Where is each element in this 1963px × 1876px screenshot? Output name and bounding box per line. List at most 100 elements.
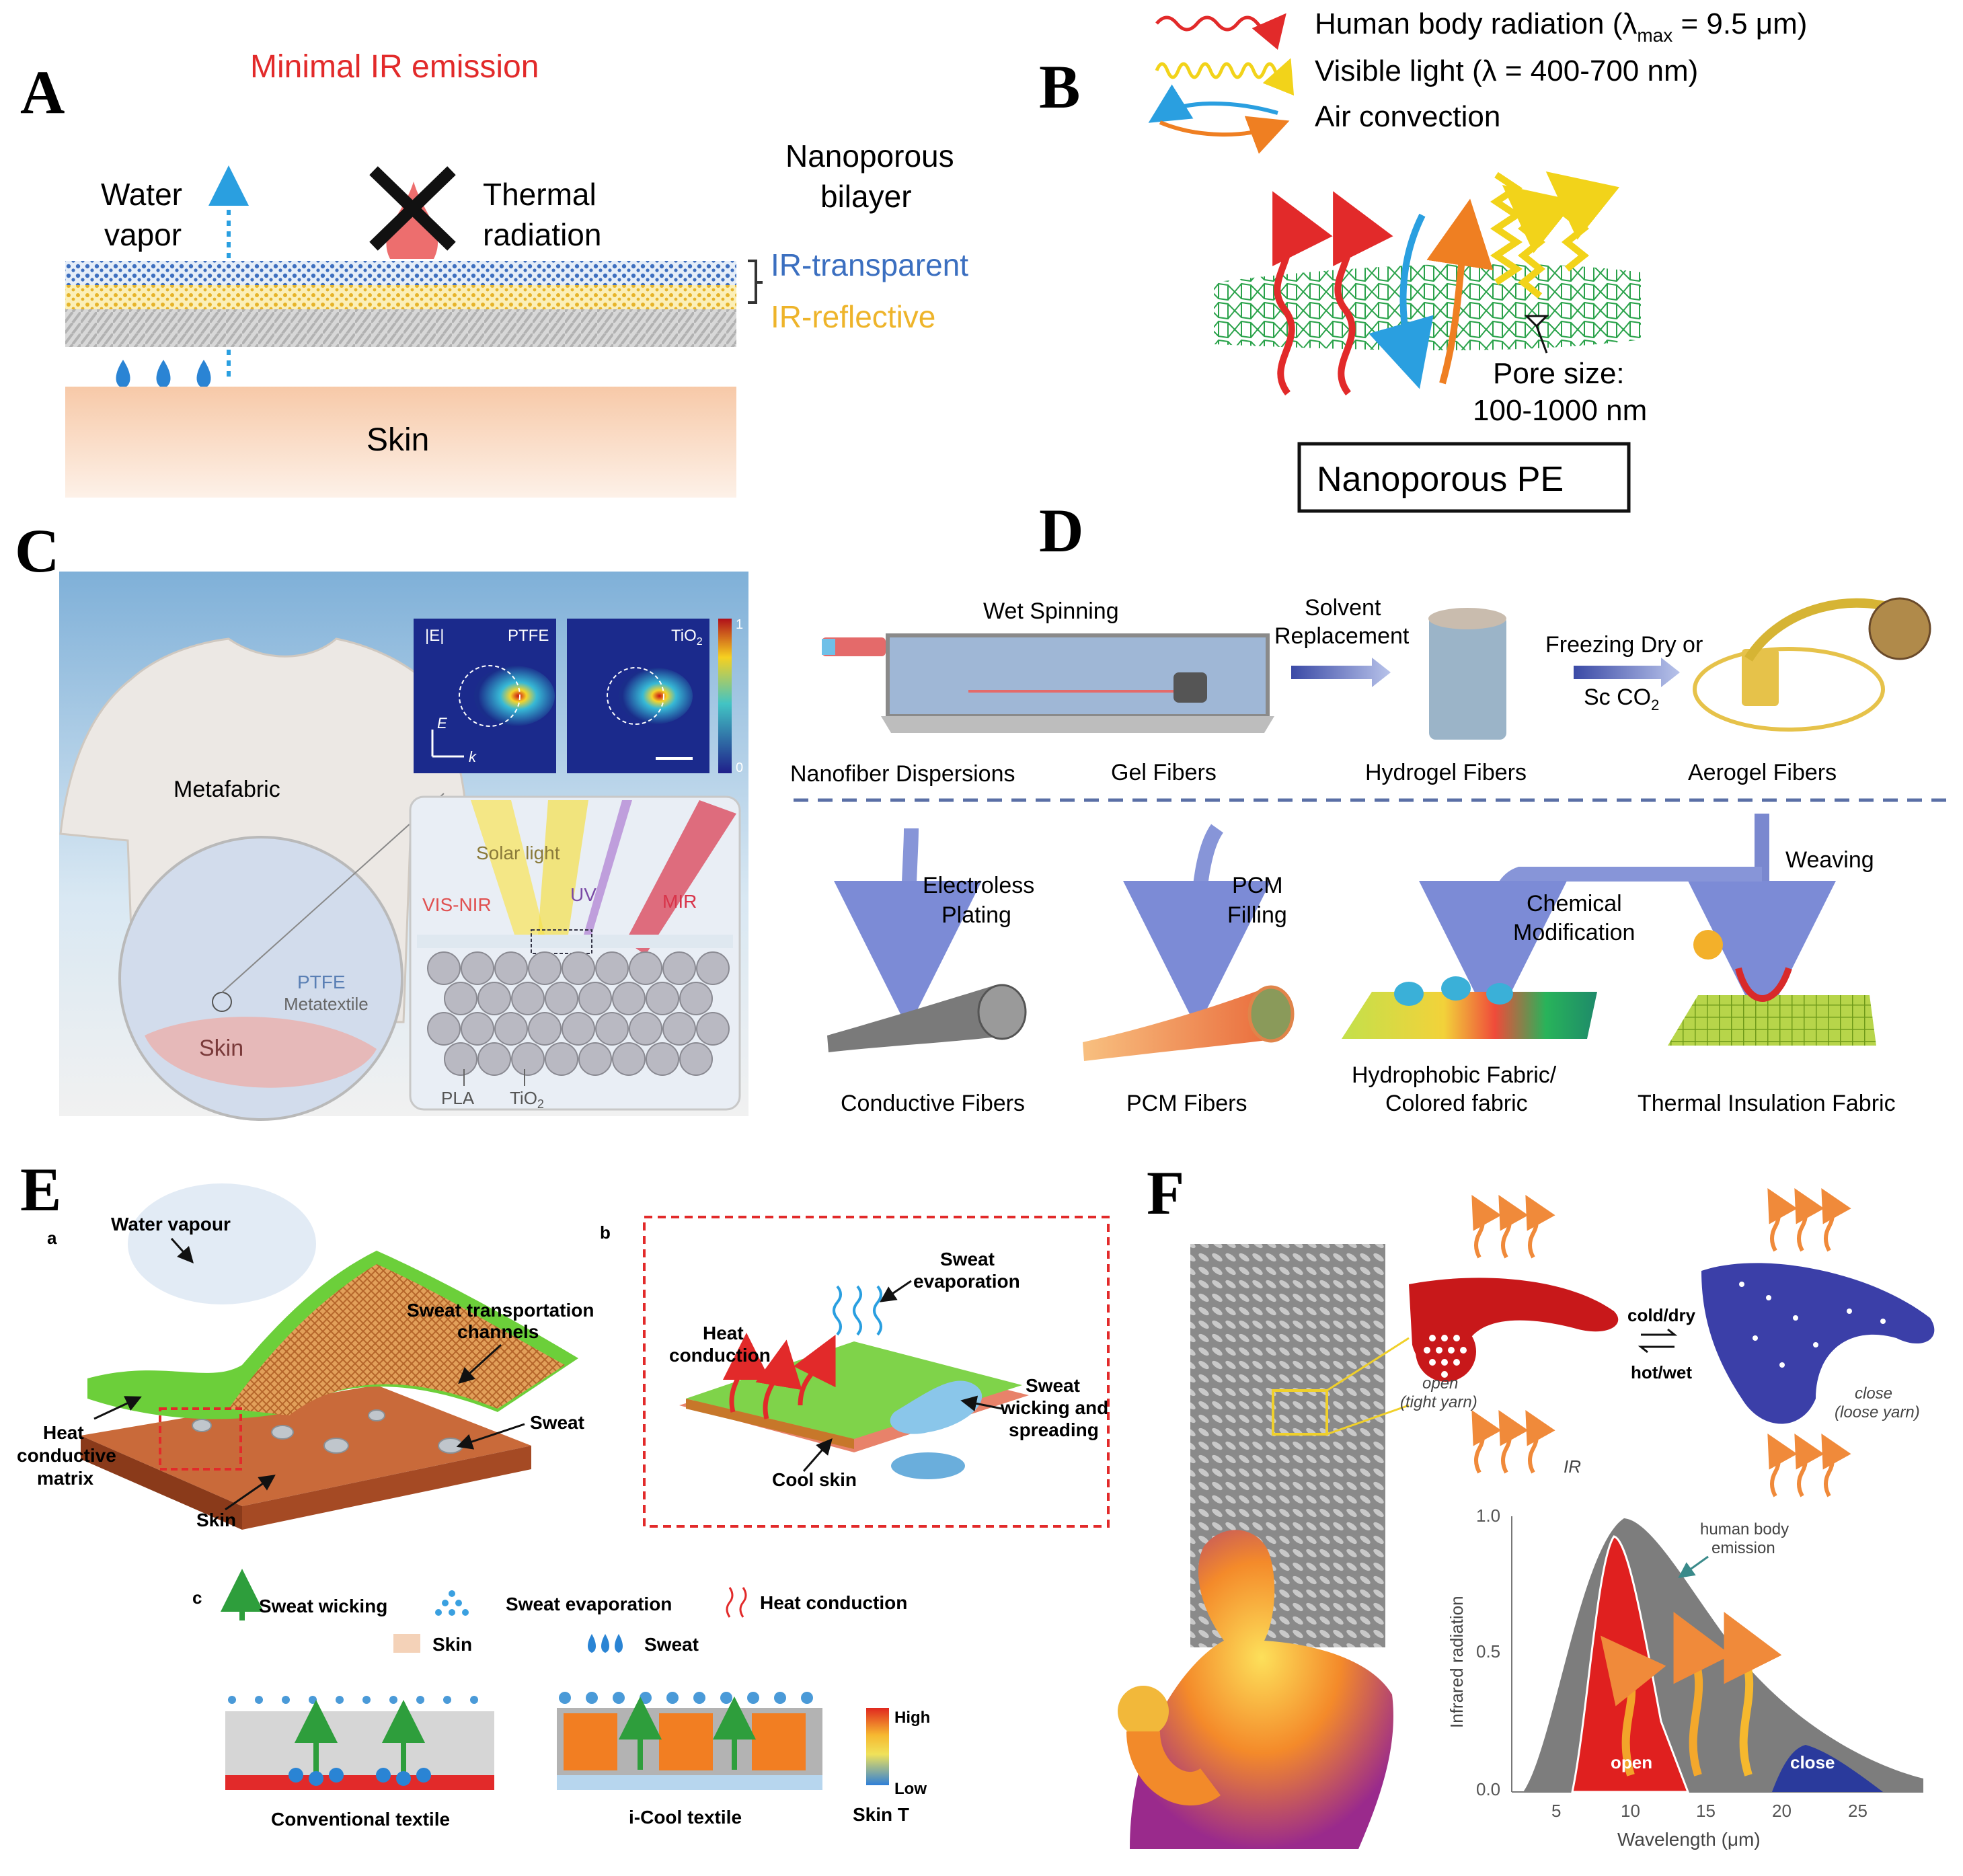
x-tick-1: 5	[1551, 1801, 1561, 1821]
panel-letter-b: B	[1039, 52, 1080, 121]
branch-chemical	[1419, 867, 1601, 1029]
close-label-2: (loose yarn)	[1835, 1403, 1920, 1421]
sweat-label-a: Sweat	[530, 1412, 584, 1433]
body-radiation-wave-1	[1272, 191, 1333, 396]
thermal-person	[1130, 1530, 1393, 1849]
ir-transparent-label: IR-transparent	[771, 247, 968, 282]
pore-marker	[1524, 315, 1549, 328]
field-hotspot-ptfe	[474, 666, 555, 726]
legend-body-radiation: Human body radiation (λmax = 9.5 μm)	[1315, 7, 1807, 46]
metatextile-label: Metatextile	[284, 994, 369, 1014]
textile-layer	[65, 309, 736, 347]
electroless-label-1: Electroless	[923, 873, 1034, 898]
sweat-puddle	[891, 1452, 965, 1479]
channels-label-1: Sweat transportation	[407, 1300, 594, 1321]
pcm-fibers-label: PCM Fibers	[1126, 1091, 1247, 1116]
skin-slab-side	[81, 1436, 242, 1530]
evaporation-waves	[833, 1285, 882, 1336]
visible-light-wave-3	[1545, 171, 1620, 272]
sun-icon	[1693, 930, 1723, 960]
skin-slab	[81, 1385, 531, 1506]
thermal-insulation-label: Thermal Insulation Fabric	[1638, 1091, 1896, 1116]
nanoporous-bilayer-label-1: Nanoporous	[785, 139, 954, 173]
pore-size-label-2: 100-1000 nm	[1473, 394, 1647, 427]
sub-label-c: c	[192, 1588, 202, 1608]
water-vapour-pointer	[170, 1238, 194, 1263]
sweat-spread	[890, 1380, 983, 1434]
axis-k-label: k	[469, 748, 477, 765]
zoom-panel-b	[643, 1216, 1110, 1528]
legend-evap-label: Sweat evaporation	[506, 1594, 672, 1614]
person-arm	[1126, 1730, 1221, 1806]
hydrophobic-label-2: Colored fabric	[1385, 1091, 1528, 1116]
skin-label-c: Skin	[199, 1035, 243, 1061]
red-wave-arrow-icon	[1155, 13, 1286, 50]
sub-label-a: a	[47, 1228, 57, 1248]
nanoporous-pe-label: Nanoporous PE	[1317, 460, 1564, 499]
conventional-sweat	[288, 1768, 431, 1786]
bracket	[748, 260, 763, 304]
thermal-blob	[386, 182, 438, 259]
sweat-evap-label-1: Sweat	[940, 1249, 995, 1269]
pcm-filling-label-1: PCM	[1232, 873, 1283, 898]
field-hotspot-tio2	[619, 668, 693, 724]
legend-sweat-label: Sweat	[644, 1634, 699, 1655]
heat-matrix-label-2: conductive	[17, 1445, 116, 1466]
ir-reflective-layer	[65, 285, 736, 309]
heat-arrows-b	[722, 1333, 836, 1419]
legend-visible-light: Visible light (λ = 400-700 nm)	[1315, 54, 1698, 87]
branch-pcm	[1123, 824, 1272, 1029]
icool-textile-skin	[557, 1775, 822, 1790]
pcm-fiber	[1083, 988, 1278, 1061]
zoom-skin	[145, 1017, 377, 1088]
field-colorbar	[718, 619, 732, 773]
collection-roller	[1173, 672, 1207, 703]
ir-waves-bottom-open	[1471, 1410, 1555, 1474]
equilibrium-arrows	[1638, 1328, 1678, 1354]
chemical-label-2: Modification	[1513, 920, 1635, 945]
water-vapor-label-1: Water	[101, 177, 182, 212]
open-band-label: open	[1611, 1752, 1652, 1772]
ir-waves-top-close	[1767, 1188, 1851, 1252]
nanofiber-label: Nanofiber Dispersions	[790, 761, 1015, 787]
plot-xlabel: Wavelength (μm)	[1617, 1829, 1761, 1850]
colorbar-top: 1	[736, 617, 743, 632]
panel-e: E a b c Water vapour Sweat transportatio…	[17, 1155, 1110, 1830]
hydrogel-label: Hydrogel Fibers	[1365, 760, 1527, 785]
gel-label: Gel Fibers	[1111, 760, 1217, 785]
cool-skin-pointer	[802, 1438, 833, 1472]
panel-letter-c: C	[15, 516, 59, 585]
ptfe-label: PTFE	[297, 972, 346, 992]
skin-t-label: Skin T	[853, 1804, 909, 1825]
arrow-solvent	[1291, 658, 1391, 687]
x-tick-2: 10	[1621, 1801, 1640, 1821]
weaving-label: Weaving	[1785, 847, 1874, 873]
freezing-label: Freezing Dry or	[1545, 632, 1703, 658]
legend-heat-label: Heat conduction	[760, 1592, 907, 1613]
wicking-label-1: Sweat	[1026, 1375, 1080, 1396]
close-band	[1772, 1745, 1883, 1792]
ir-reflective-label: IR-reflective	[771, 299, 935, 334]
heat-matrix-label-1: Heat	[43, 1422, 84, 1443]
conventional-label: Conventional textile	[271, 1809, 450, 1830]
skin-label: Skin	[367, 422, 429, 458]
x-tick-4: 20	[1772, 1801, 1792, 1821]
sweat-pointer-a	[456, 1423, 525, 1450]
panel-letter-d: D	[1039, 496, 1083, 565]
textile-b	[686, 1341, 1022, 1439]
legend-sweat-icon	[588, 1634, 623, 1653]
particle-outline-ptfe	[459, 665, 521, 727]
conductive-label: Conductive Fibers	[841, 1091, 1025, 1116]
yarn-open-fibers	[1424, 1335, 1467, 1378]
air-down-arrow	[1369, 213, 1434, 389]
nanoporous-membrane	[1214, 264, 1641, 350]
syringe	[822, 637, 886, 656]
hydrogel-spool	[1429, 615, 1506, 740]
heat-conduction-b-1: Heat	[703, 1323, 744, 1343]
yellow-wave-arrow-icon	[1155, 58, 1295, 96]
inset-label-ptfe: PTFE	[508, 627, 549, 645]
electroless-label-2: Plating	[941, 902, 1011, 928]
convection-arrows-icon	[1148, 84, 1290, 154]
open-label-2: (tight yarn)	[1400, 1393, 1477, 1411]
